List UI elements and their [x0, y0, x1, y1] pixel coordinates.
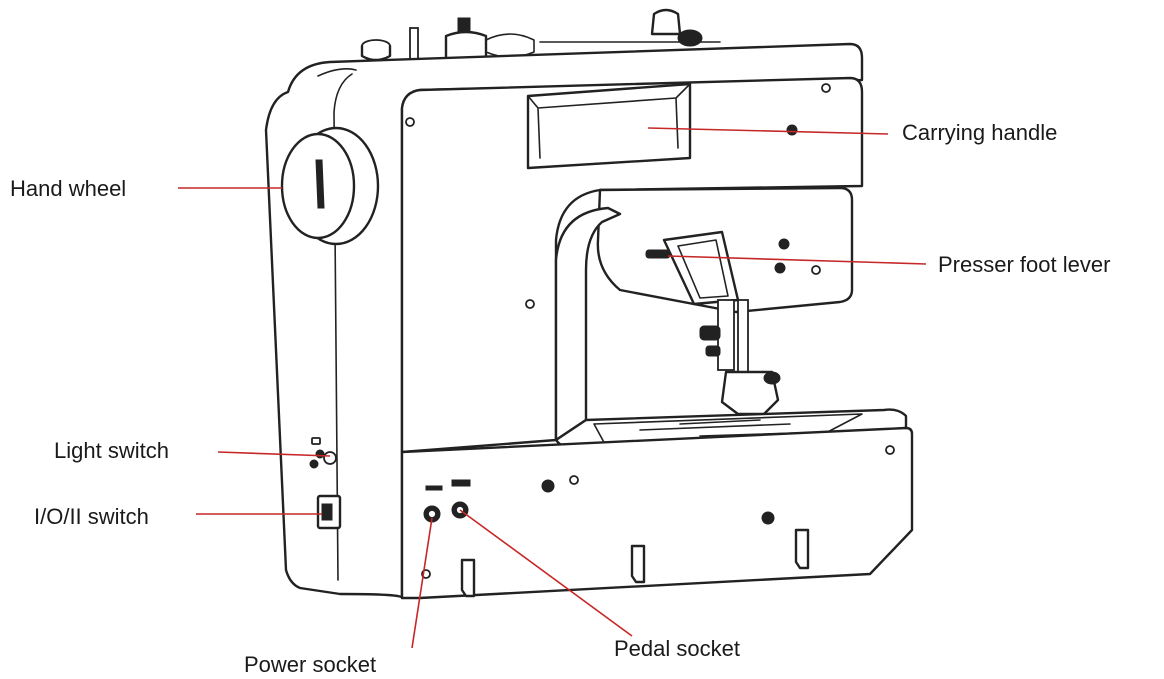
leader-power-socket: [411, 517, 433, 649]
label-power-socket: Power socket: [244, 652, 376, 677]
leader-pedal-socket: [459, 509, 633, 637]
label-light-switch: Light switch: [54, 438, 169, 463]
screws: [405, 83, 895, 579]
machine-bed: [400, 408, 914, 600]
io-switch: [316, 494, 342, 530]
label-carrying-handle: Carrying handle: [902, 120, 1057, 145]
leader-light-switch: [217, 451, 331, 457]
needle-assembly: [645, 230, 781, 416]
label-presser-foot-lever: Presser foot lever: [938, 252, 1110, 277]
leader-presser-foot-lever: [667, 255, 927, 265]
label-hand-wheel: Hand wheel: [10, 176, 126, 201]
label-pedal-socket: Pedal socket: [614, 636, 740, 661]
callout-leaders: [178, 127, 927, 649]
front-body: [400, 76, 864, 454]
leader-carrying-handle: [647, 127, 889, 135]
left-body-panel: [264, 42, 864, 600]
label-io-switch: I/O/II switch: [34, 504, 149, 529]
hand-wheel: [280, 126, 380, 246]
callout-labels: Carrying handle Hand wheel Presser foot …: [10, 120, 1110, 677]
